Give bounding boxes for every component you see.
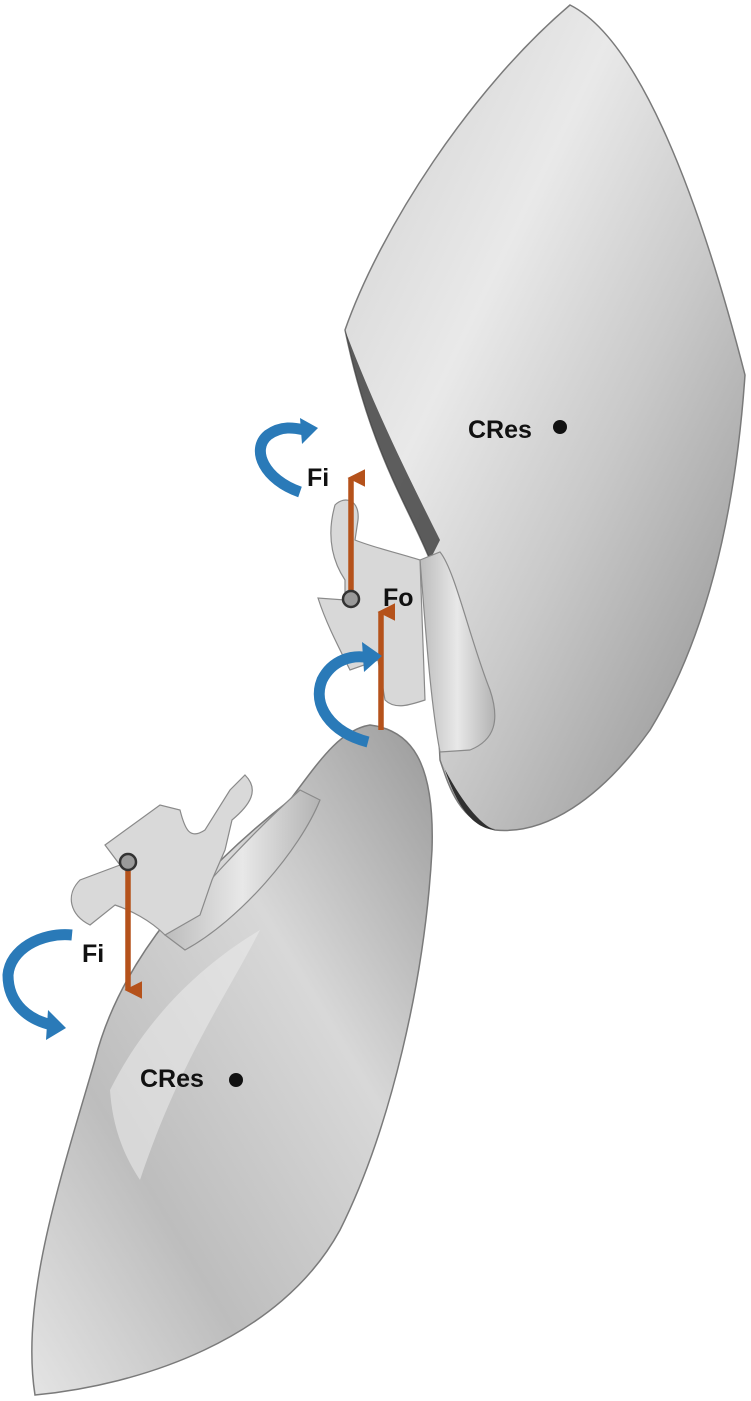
label-fi-lower: Fi (82, 940, 104, 968)
upper-bracket-base (419, 551, 496, 753)
label-lower-cres: CRes (140, 1065, 204, 1093)
lower-bracket-base (164, 789, 321, 951)
upper-tooth (344, 4, 746, 832)
lower-tooth-highlight (110, 930, 260, 1180)
moment-arrow-middle-icon (313, 642, 382, 748)
upper-application-point-icon (341, 589, 361, 609)
lower-application-point-icon (118, 852, 138, 872)
upper-tooth-crown (344, 4, 746, 832)
lower-cres-dot-icon (229, 1073, 243, 1087)
label-upper-cres: CRes (468, 416, 532, 444)
lower-tooth-crown (31, 724, 433, 1396)
lower-bracket-wings (70, 774, 253, 936)
label-fi-upper: Fi (307, 464, 329, 492)
moment-arrow-upper-icon (254, 418, 318, 498)
label-fo: Fo (383, 584, 414, 612)
lower-tooth (31, 724, 433, 1396)
moment-arrow-lower-icon (2, 929, 73, 1040)
lower-bracket (70, 774, 321, 951)
upper-cres-dot-icon (553, 420, 567, 434)
force-arrows (124, 469, 396, 999)
upper-tooth-shadow (345, 330, 440, 560)
